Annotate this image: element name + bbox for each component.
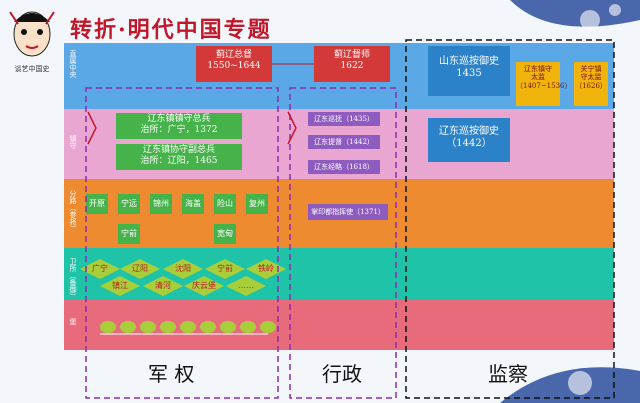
label-jiancha: 监察 — [488, 362, 528, 386]
bao-oval — [160, 321, 176, 333]
zhihuishi-box: 掌印都指挥使（1371） — [308, 204, 388, 220]
band-label-bao: 堡 — [69, 318, 77, 325]
bao-oval — [180, 321, 196, 333]
lu-kaiyuan: 开原 — [86, 194, 108, 214]
shandong-xunan-box: 山东巡按御史 1435 — [428, 46, 510, 96]
lu-xianshan: 险山 — [214, 194, 236, 214]
lu-haigai: 海盖 — [182, 194, 204, 214]
bao-oval — [200, 321, 216, 333]
jinglue-box: 辽东经略（1618） — [308, 160, 380, 174]
liaodong-xunan-box: 辽东巡按御史 （1442） — [428, 118, 510, 162]
zongbing-box: 辽东镇镇守总兵 治所：广宁，1372 — [116, 113, 242, 139]
fuzongbing-box: 辽东镇协守副总兵 治所：辽阳，1465 — [116, 144, 242, 170]
logo-caption: 谈艺中国史 — [14, 65, 50, 73]
lu-ningqian: 宁前 — [118, 224, 140, 244]
lu-ningyuan: 宁远 — [118, 194, 140, 214]
porcelain-decoration-icon — [510, 0, 640, 30]
jiliao-dushi-box: 蓟辽督师 1622 — [314, 46, 390, 82]
bao-oval — [100, 321, 116, 333]
band-label-weisuo: 卫所（备御） — [69, 258, 77, 300]
jiliao-zongdu-box: 蓟辽总督 1550~1644 — [196, 46, 272, 82]
band-label-zhenshou: 镇守 — [69, 135, 77, 149]
bao-oval — [120, 321, 136, 333]
liaodong-taijian-box: 辽东镇守 太监 （1407~1536） — [516, 62, 572, 106]
band-label-fenlu: 分路（参将） — [69, 190, 77, 232]
lu-kuandian: 宽甸 — [214, 224, 236, 244]
bao-oval — [140, 321, 156, 333]
xunfu-box: 辽东巡抚（1435） — [308, 112, 380, 126]
guanning-taijian-box: 关宁镇 守太监 （1626） — [574, 62, 608, 106]
lu-jinzhou: 锦州 — [150, 194, 172, 214]
lu-fuzhou: 复州 — [246, 194, 268, 214]
tidu-box: 辽东提督（1442） — [308, 135, 380, 149]
bao-oval — [220, 321, 236, 333]
label-xingzheng: 行政 — [322, 362, 362, 386]
label-junquan: 军 权 — [148, 362, 195, 386]
opera-mask-logo-icon — [9, 11, 55, 57]
band-label-central: 直属中央 — [69, 50, 77, 78]
bao-oval — [240, 321, 256, 333]
bao-oval — [260, 321, 276, 333]
page-title: 转折·明代中国专题 — [70, 17, 272, 43]
